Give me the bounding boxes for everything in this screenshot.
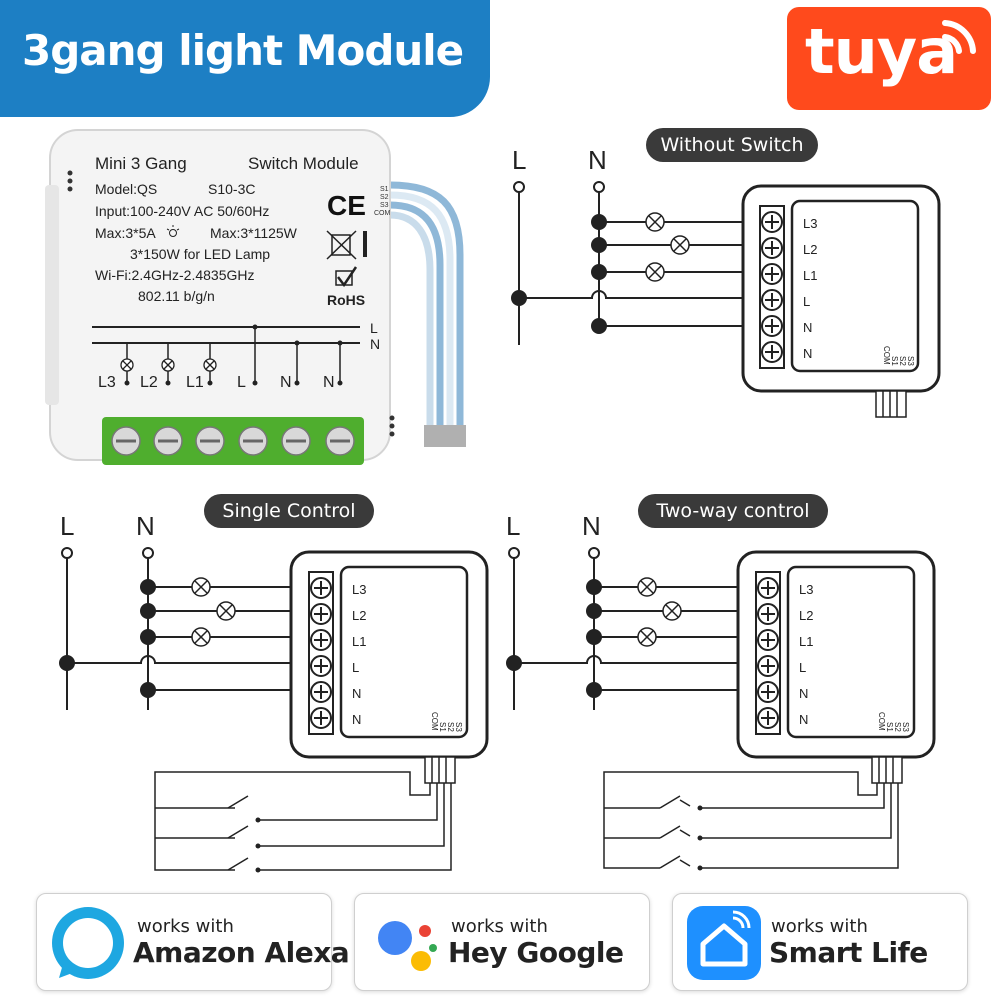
terminal-label-l3: L3 — [352, 582, 366, 597]
pin-s1: S1 — [890, 356, 899, 366]
device-terminal-label: N — [280, 374, 292, 391]
pin-s3: S3 — [901, 722, 910, 732]
terminal-label-l: L — [803, 294, 810, 309]
badge-smart-life: works with Smart Life — [672, 893, 968, 991]
tuya-logo: tuya — [787, 7, 991, 110]
device-pin-s1: S1 — [380, 186, 389, 193]
supply-n-label: N — [582, 511, 601, 541]
rohs-mark: RoHS — [327, 292, 365, 308]
pin-com: COM — [430, 712, 439, 731]
terminal-label-l: L — [352, 660, 359, 675]
label-single-control: Single Control — [204, 494, 374, 528]
device-led-rating: 3*150W for LED Lamp — [130, 246, 270, 262]
badge-big-text: Hey Google — [448, 936, 624, 969]
badge-big-text: Smart Life — [769, 936, 928, 969]
device-rail-n: N — [370, 336, 380, 352]
device-pin-s3: S3 — [380, 202, 389, 209]
device-terminal-label: L3 — [98, 374, 116, 391]
label-without-switch: Without Switch — [646, 128, 818, 162]
badge-hey-google: works with Hey Google — [354, 893, 650, 991]
device-model: Model:QS — [95, 181, 157, 197]
alexa-icon — [52, 907, 124, 979]
supply-l-label: L — [506, 511, 520, 541]
pin-s3: S3 — [454, 722, 463, 732]
device-name: Mini 3 Gang — [95, 154, 187, 173]
terminal-label-l1: L1 — [803, 268, 817, 283]
terminal-label-n: N — [352, 686, 361, 701]
diagram-two-way-control: L N L3 L2 L1 L N N COM S1 S2 S3 — [506, 511, 936, 871]
terminal-label-n: N — [803, 346, 812, 361]
supply-n-label: N — [136, 511, 155, 541]
terminal-label-l3: L3 — [803, 216, 817, 231]
device-pin-s2: S2 — [380, 194, 389, 201]
label-two-way-control: Two-way control — [638, 494, 828, 528]
device-lamp-icons — [120, 358, 217, 372]
terminal-label-l2: L2 — [352, 608, 366, 623]
device-max-current: Max:3*5A — [95, 225, 156, 241]
terminal-label-l1: L1 — [352, 634, 366, 649]
rohs-check-icon — [335, 266, 358, 288]
pin-s3: S3 — [906, 356, 915, 366]
device-terminal-label: N — [323, 374, 335, 391]
weee-bin-icon — [326, 230, 367, 260]
device-terminal-label: L1 — [186, 374, 204, 391]
badge-small-text: works with — [451, 916, 548, 937]
device-rail-l: L — [370, 320, 378, 336]
terminal-label-l1: L1 — [799, 634, 813, 649]
pin-com: COM — [877, 712, 886, 731]
supply-n-label: N — [588, 145, 607, 175]
terminal-label-l2: L2 — [803, 242, 817, 257]
device-terminal-label: L2 — [140, 374, 158, 391]
terminal-label-n: N — [352, 712, 361, 727]
smart-life-icon — [687, 906, 761, 980]
ce-mark: CE — [327, 190, 366, 221]
header-banner: 3gang light Module — [0, 0, 490, 117]
terminal-label-l2: L2 — [799, 608, 813, 623]
device-terminal-label: L — [237, 374, 246, 391]
page-title: 3gang light Module — [22, 26, 464, 75]
device-pin-com: COM — [374, 210, 391, 217]
google-assistant-icon — [378, 921, 437, 971]
diagram-single-control: L N L3 L2 L1 L N N COM S1 S2 S3 — [59, 511, 489, 873]
diagram-without-switch: L N L3 L2 L1 L N N COM S1 S2 S3 — [511, 145, 941, 418]
wifi-icon — [942, 20, 976, 54]
pin-s2: S2 — [893, 722, 902, 732]
device-input: Input:100-240V AC 50/60Hz — [95, 203, 269, 219]
device-wires — [389, 181, 466, 447]
pin-s2: S2 — [898, 356, 907, 366]
badge-small-text: works with — [771, 916, 868, 937]
pin-s1: S1 — [885, 722, 894, 732]
pin-s1: S1 — [438, 722, 447, 732]
device-max-power: Max:3*1125W — [210, 225, 298, 241]
terminal-label-l3: L3 — [799, 582, 813, 597]
terminal-label-n: N — [803, 320, 812, 335]
supply-l-label: L — [60, 511, 74, 541]
device-illustration: Mini 3 Gang Switch Module Model:QS S10-3… — [45, 129, 466, 465]
badge-big-text: Amazon Alexa — [133, 936, 350, 969]
badge-small-text: works with — [137, 916, 234, 937]
terminal-label-l: L — [799, 660, 806, 675]
device-wifi: Wi-Fi:2.4GHz-2.4835GHz — [95, 267, 254, 283]
device-model-code: S10-3C — [208, 181, 255, 197]
sun-icon — [166, 225, 180, 237]
supply-l-label: L — [512, 145, 526, 175]
device-type: Switch Module — [248, 154, 359, 173]
device-wifi-standard: 802.11 b/g/n — [138, 288, 215, 304]
pin-com: COM — [882, 346, 891, 365]
terminal-label-n: N — [799, 686, 808, 701]
badge-amazon-alexa: works with Amazon Alexa — [36, 893, 350, 991]
terminal-screws — [111, 426, 355, 456]
tuya-logo-text: tuya — [805, 15, 958, 88]
pin-s2: S2 — [446, 722, 455, 732]
terminal-label-n: N — [799, 712, 808, 727]
